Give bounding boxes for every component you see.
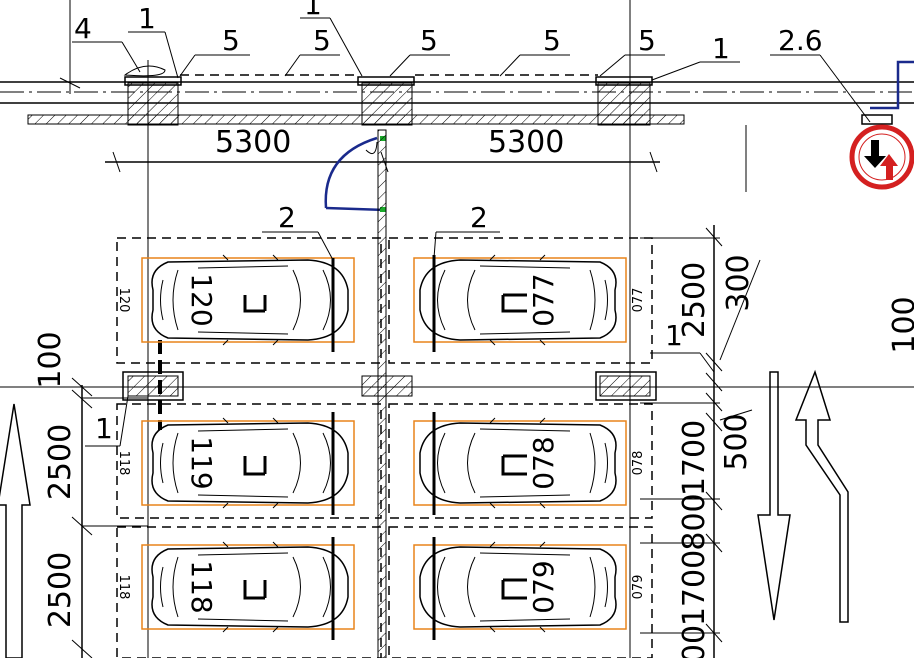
parking-bay-outlines [116, 237, 653, 658]
mid-columns [122, 371, 657, 401]
car-space-2: 077 077 [413, 254, 646, 352]
parking-marker-icon [243, 295, 267, 313]
callout-2-6: 2.6 [778, 24, 823, 57]
parking-marker-icon [243, 580, 267, 600]
parking-marker-icon [501, 293, 527, 313]
car-number: 118 [185, 560, 218, 613]
car-space-5: 118 118 [116, 537, 355, 640]
car-space-1: 120 120 [116, 254, 355, 352]
callout-1-mid-right: 1 [665, 319, 683, 352]
dimension-2500-right: 2500 [677, 262, 712, 338]
top-pipe [59, 0, 598, 94]
dimension-100-left: 100 [33, 331, 68, 388]
callout-1-left: 1 [95, 412, 113, 445]
car-number: 120 [185, 273, 218, 326]
callout-1-top-right: 1 [712, 32, 730, 65]
dimension-2500-left-a: 2500 [43, 424, 78, 500]
dimension-5300-left: 5300 [215, 125, 291, 160]
dimension-1700-right-a: 1700 [677, 420, 712, 496]
parking-marker-icon [501, 454, 527, 476]
traffic-direction-arrow-icon [0, 369, 849, 658]
left-dimension-chain [71, 377, 148, 658]
space-side-label: 079 [631, 575, 646, 600]
car-number: 078 [527, 436, 560, 489]
callout-2-leaders [262, 231, 500, 261]
space-side-label: 078 [631, 451, 646, 476]
callout-2-left: 2 [278, 201, 296, 234]
callout-5-a: 5 [222, 24, 240, 57]
right-dimension-chain [640, 225, 761, 658]
car-space-3: 119 118 [116, 412, 355, 515]
callout-1-top-mid: 1 [304, 0, 322, 21]
car-number: 079 [527, 560, 560, 613]
dimension-5300-right: 5300 [488, 125, 564, 160]
dimension-100-far-right: 100 [887, 296, 914, 353]
parking-marker-icon [243, 456, 267, 476]
callout-5-b: 5 [313, 24, 331, 57]
dimension-2500-left-b: 2500 [43, 552, 78, 628]
callout-4: 4 [74, 12, 92, 45]
dimension-00-right: 00 [677, 625, 712, 658]
pipe-outline [870, 60, 914, 110]
car-number: 077 [527, 273, 560, 326]
space-side-label: 118 [116, 575, 131, 600]
dimension-500-right: 500 [719, 413, 754, 470]
parking-marker-icon [501, 578, 527, 600]
top-leaders [72, 17, 871, 123]
top-columns [124, 76, 653, 126]
dimension-1700-right-b: 1700 [677, 550, 712, 626]
space-side-label: 118 [116, 451, 131, 476]
car-number: 119 [185, 436, 218, 489]
callout-2-right: 2 [470, 201, 488, 234]
callout-5-c: 5 [420, 24, 438, 57]
callout-5-d: 5 [543, 24, 561, 57]
dimension-300-right: 300 [721, 254, 756, 311]
door-swing [324, 136, 386, 212]
callout-1-top-left: 1 [138, 2, 156, 35]
space-side-label: 077 [631, 288, 646, 313]
space-side-label: 120 [116, 288, 131, 313]
callout-5-e: 5 [638, 24, 656, 57]
car-space-4: 078 078 [413, 412, 646, 515]
car-space-6: 079 079 [413, 537, 646, 640]
no-entry-traffic-sign-icon [849, 124, 914, 190]
dimension-800-right: 800 [677, 493, 712, 550]
